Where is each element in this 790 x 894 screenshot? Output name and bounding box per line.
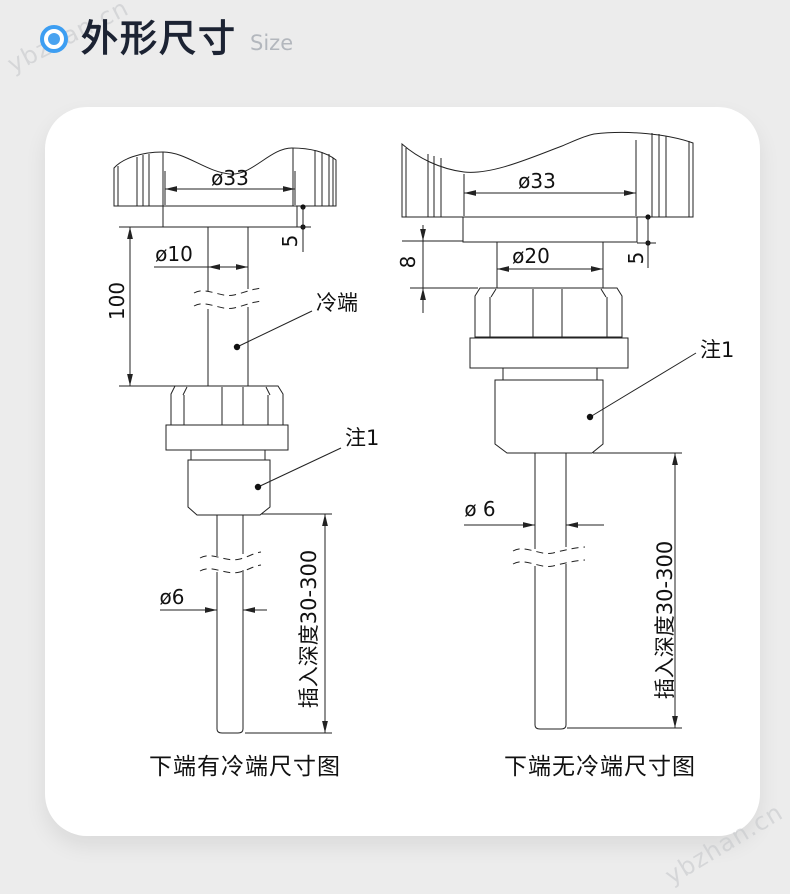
right-neck-dia-label: ø20 [512,244,550,268]
right-step-h-label: 8 [396,256,420,269]
left-step [190,449,266,461]
left-diagram: ø33 5 ø10 100 冷端 注 [105,147,379,780]
right-hex-nut [474,287,623,338]
left-head-dia-label: ø33 [211,166,249,190]
right-body-cylinder [494,379,604,454]
left-dim-flange-h: 5 [278,204,311,252]
left-dim-cold-length: 100 [105,226,175,387]
right-dim-depth: 插入深度30-300 [567,452,682,729]
right-dim-flange-h: 5 [624,214,656,268]
right-dim-probe-dia: ø 6 [464,497,604,528]
right-dim-head-dia: ø33 [463,140,637,216]
left-note1-callout: 注1 [254,426,379,491]
right-flange [462,216,638,243]
left-stem [193,227,263,386]
right-diagram: ø33 5 8 ø20 注1 ø 6 [396,131,734,780]
left-note1-label: 注1 [345,426,379,450]
right-caption: 下端无冷端尺寸图 [504,754,696,780]
left-flange [162,205,298,228]
left-depth-label: 插入深度30-300 [297,550,321,708]
bullseye-dot [48,32,60,45]
left-dim-head-dia: ø33 [164,166,296,205]
right-dim-neck-dia: ø20 [497,244,603,272]
right-dim-step-h: 8 [396,225,478,313]
bullseye-icon [40,24,68,53]
page-title: 外形尺寸 [81,17,237,60]
right-step [502,367,598,381]
left-probe-dia-label: ø6 [160,585,185,609]
section-header: 外形尺寸 Size [40,20,293,57]
left-hex-nut [170,385,284,426]
left-lock-plate [165,424,289,451]
left-dim-depth: 插入深度30-300 [245,513,332,734]
right-neck [496,242,604,288]
diagram-card [45,107,760,836]
left-flange-h-label: 5 [278,235,302,248]
left-cold-length-label: 100 [105,282,129,320]
left-probe [199,515,262,734]
left-dim-probe-dia: ø6 [160,585,267,613]
left-stem-dia-label: ø10 [155,242,193,266]
right-head-cap [401,131,694,218]
right-probe-dia-label: ø 6 [464,497,495,521]
right-note1-callout: 注1 [586,338,734,421]
right-flange-h-label: 5 [624,252,648,265]
left-cold-end-label: 冷端 [316,291,358,315]
left-body-cylinder [187,459,271,516]
left-head-cap [113,147,337,207]
right-depth-label: 插入深度30-300 [653,541,677,699]
page-subtitle: Size [250,30,294,55]
right-note1-label: 注1 [700,338,734,362]
left-cold-end-callout: 冷端 [233,291,358,351]
right-head-dia-label: ø33 [518,169,556,193]
right-probe [512,453,586,730]
right-lock-plate [469,337,629,369]
left-dim-stem-dia: ø10 [154,242,248,270]
left-caption: 下端有冷端尺寸图 [149,754,341,780]
